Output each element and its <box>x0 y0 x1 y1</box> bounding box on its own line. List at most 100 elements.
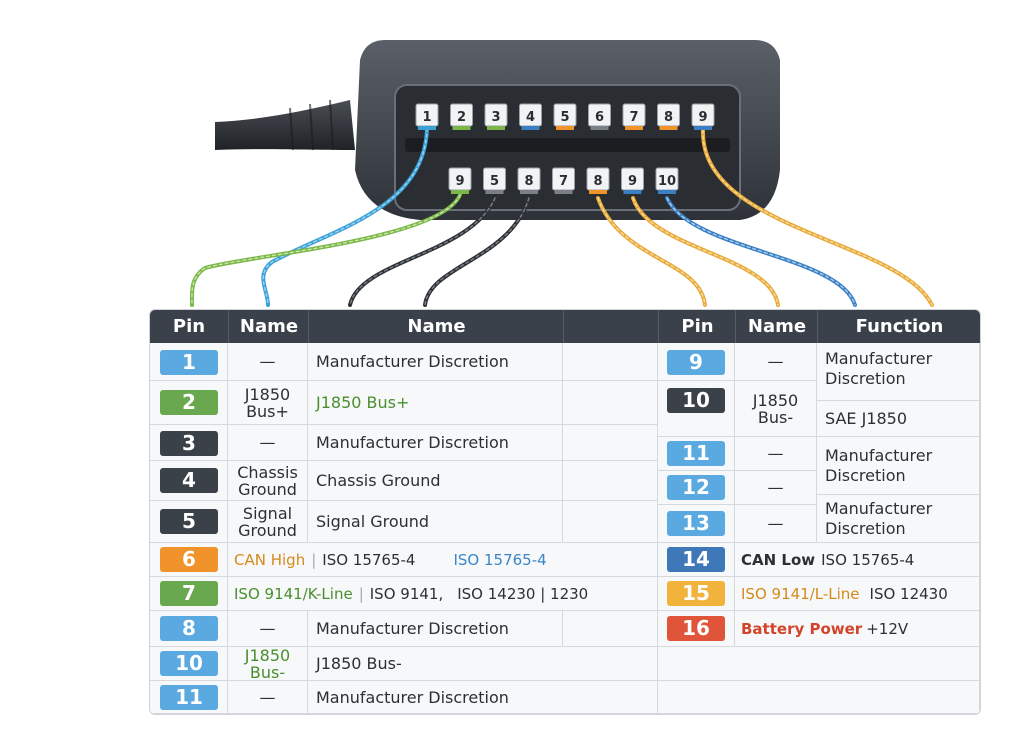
header-desc-left: Name <box>308 310 564 343</box>
connector-top-pin-5: 5 <box>553 103 577 130</box>
pin-badge: 6 <box>160 547 218 572</box>
pin-badge: 11 <box>160 685 218 710</box>
connector-bottom-pin-label: 5 <box>490 174 499 189</box>
left-desc-cell: J1850 Bus+ <box>308 381 563 425</box>
connector-top-pin-label: 3 <box>491 110 500 125</box>
left-desc-cell: Manufacturer Discretion <box>308 611 563 647</box>
right-function-cell: SAE J1850 <box>817 401 980 437</box>
connector-top-pin-3: 3 <box>484 103 508 130</box>
connector-top-pin-label: 5 <box>560 110 569 125</box>
connector-top-pin-label: 2 <box>457 110 466 125</box>
connector-bottom-pin-label: 10 <box>658 174 676 189</box>
pin-badge: 9 <box>667 350 725 375</box>
left-extra-cell <box>563 381 658 425</box>
connector-top-pin-9: 9 <box>691 103 715 130</box>
connector-bottom-pin-5: 8 <box>586 167 610 194</box>
pin-badge: 15 <box>667 581 725 606</box>
pin-badge: 14 <box>667 547 725 572</box>
left-desc-cell: J1850 Bus- <box>308 647 658 681</box>
header-name-left: Name <box>228 310 309 343</box>
connector-top-pin-label: 8 <box>664 110 673 125</box>
pin-badge: 11 <box>667 441 725 466</box>
connector-bottom-pin-label: 9 <box>628 174 637 189</box>
left-extra-cell <box>563 611 658 647</box>
right-combined-cell: Battery Power +12V <box>735 611 980 647</box>
header-pin-left: Pin <box>150 310 228 343</box>
connector-bottom-pin-label: 9 <box>455 174 464 189</box>
connector-bottom-pin-label: 8 <box>593 174 602 189</box>
right-name-cell: J1850 Bus- <box>735 381 817 437</box>
right-empty-cell <box>658 681 980 714</box>
pin-badge: 2 <box>160 390 218 415</box>
left-combined-cell: ISO 9141/K-Line | ISO 9141, ISO 14230 | … <box>228 577 658 611</box>
connector-bottom-pin-3: 8 <box>517 167 541 194</box>
left-desc-cell: Manufacturer Discretion <box>308 681 658 714</box>
connector-bottom-pin-label: 8 <box>524 174 533 189</box>
right-function-cell: Manufacturer Discretion <box>817 343 980 401</box>
row-name: CAN Low <box>741 550 816 569</box>
right-name-cell: — <box>735 437 817 471</box>
pin-badge: 16 <box>667 616 725 641</box>
left-desc-cell: Manufacturer Discretion <box>308 343 563 381</box>
connector-top-pin-2: 2 <box>450 103 473 130</box>
connector-top-pin-label: 7 <box>629 110 638 125</box>
pin-badge: 5 <box>160 509 218 534</box>
connector-bottom-pin-6: 9 <box>621 167 644 194</box>
connector-bottom-pin-4: 7 <box>552 167 575 194</box>
row-function: ISO 12430 <box>869 584 948 603</box>
connector-top-pin-label: 6 <box>595 110 604 125</box>
left-desc-cell: Signal Ground <box>308 501 563 543</box>
right-combined-cell: ISO 9141/L-Line ISO 12430 <box>735 577 980 611</box>
row-function: ISO 15765-4 <box>821 550 915 569</box>
left-name-cell: — <box>228 343 308 381</box>
cable <box>215 100 355 150</box>
right-empty-cell <box>658 647 980 681</box>
header-name-right: Name <box>735 310 818 343</box>
left-name-cell: — <box>228 425 308 461</box>
connector-bottom-pin-2: 5 <box>483 167 506 194</box>
pin-badge: 3 <box>160 431 218 456</box>
connector-top-pin-7: 7 <box>622 103 646 130</box>
left-name-cell: J1850 Bus+ <box>228 381 308 425</box>
connector-top-pin-8: 8 <box>657 103 680 130</box>
left-extra-cell <box>563 461 658 501</box>
row-desc: ISO 9141, <box>369 584 444 603</box>
left-name-cell: Chassis Ground <box>228 461 308 501</box>
connector-bottom-pin-1: 9 <box>448 167 472 194</box>
left-extra-cell <box>563 343 658 381</box>
right-function-cell: Manufacturer Discretion <box>817 437 980 495</box>
left-name-cell: — <box>228 681 308 714</box>
right-name-cell: — <box>735 505 817 543</box>
pin-badge: 1 <box>160 350 218 375</box>
connector-top-pin-label: 1 <box>422 110 431 125</box>
pin-badge: 7 <box>160 581 218 606</box>
pinout-table: Pin Name Name Pin Name Function 1 — Manu… <box>149 309 981 715</box>
left-name-cell: J1850 Bus- <box>228 647 308 681</box>
left-desc-cell: Chassis Ground <box>308 461 563 501</box>
row-function: +12V <box>866 619 909 638</box>
row-name: ISO 9141/K-Line <box>234 584 353 603</box>
header-function-right: Function <box>817 310 980 343</box>
connector-top-pin-label: 4 <box>526 110 535 125</box>
left-desc-cell: Manufacturer Discretion <box>308 425 563 461</box>
left-extra-cell <box>563 501 658 543</box>
row-desc: ISO 15765-4 <box>322 550 416 569</box>
pin-badge: 8 <box>160 616 218 641</box>
row-extra: ISO 14230 | 1230 <box>457 584 589 603</box>
left-combined-cell: CAN High | ISO 15765-4 ISO 15765-4 <box>228 543 658 577</box>
left-name-cell: — <box>228 611 308 647</box>
pin-badge: 13 <box>667 511 725 536</box>
pin-badge: 12 <box>667 475 725 500</box>
connector-top-pin-6: 6 <box>588 103 611 130</box>
row-name: Battery Power <box>741 619 863 638</box>
pin-badge: 10 <box>160 651 218 676</box>
connector-bottom-pin-label: 7 <box>559 174 568 189</box>
header-blank <box>563 310 659 343</box>
row-name: CAN High <box>234 550 306 569</box>
right-name-cell: — <box>735 343 817 381</box>
row-extra: ISO 15765-4 <box>453 550 547 569</box>
pin-badge: 4 <box>160 468 218 493</box>
connector-bottom-pin-7: 10 <box>655 167 679 194</box>
right-combined-cell: CAN Low ISO 15765-4 <box>735 543 980 577</box>
